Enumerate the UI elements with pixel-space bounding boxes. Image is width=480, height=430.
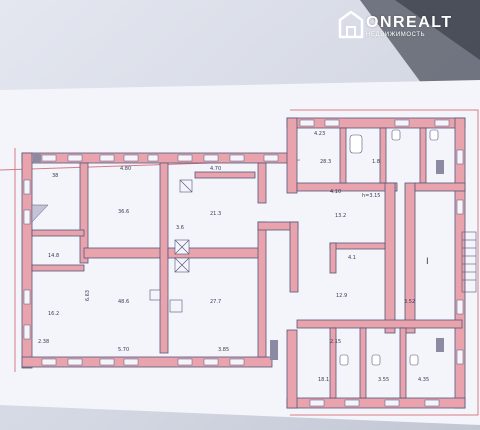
room-area-label: 4.1 <box>348 255 356 261</box>
room-area-label: 4.35 <box>418 377 430 383</box>
house-icon <box>338 10 364 39</box>
room-area-label: 3.6 <box>176 225 184 231</box>
sanitary-fixtures <box>339 129 439 366</box>
dimension-label: 3.85 <box>218 347 230 353</box>
room-area-label: 21.3 <box>210 211 222 217</box>
shafts <box>149 179 193 313</box>
dimension-label: 2.15 <box>330 339 342 345</box>
dimension-label: 4.70 <box>210 166 222 172</box>
stairs <box>461 231 477 293</box>
room-area-label: 48.6 <box>118 299 130 305</box>
watermark-tagline: НЕДВИЖИМОСТЬ <box>366 32 426 38</box>
room-area-label: 3.55 <box>378 377 390 383</box>
dimension-label: 6.63 <box>85 290 91 302</box>
dimension-label: 4.80 <box>120 166 132 172</box>
hatch-blocks <box>33 153 444 360</box>
room-area-label: 18.1 <box>318 377 330 383</box>
room-area-label: 28.3 <box>320 159 332 165</box>
room-area-label: 13.2 <box>335 213 347 219</box>
shadow-band <box>360 0 480 170</box>
hatched-marker <box>31 204 49 223</box>
room-area-label: 36.6 <box>118 209 130 215</box>
dimension-label: 4.10 <box>330 189 342 195</box>
dimension-label: 2.38 <box>38 339 50 345</box>
dimension-label: h=3.15 <box>362 193 381 199</box>
windows <box>23 119 464 407</box>
walls <box>21 117 466 409</box>
room-area-label: 38 <box>52 173 59 179</box>
room-area-label: 12.9 <box>336 293 348 299</box>
room-area-label: 1.8 <box>372 159 380 165</box>
room-area-label: 16.2 <box>48 311 60 317</box>
watermark-brand: ONREALT <box>366 14 453 31</box>
dimension-label: 3.52 <box>404 299 416 305</box>
dimension-label: 5.70 <box>118 347 130 353</box>
room-number-label: I <box>426 257 429 267</box>
dimension-label: 4.23 <box>314 131 326 137</box>
room-area-label: 14.8 <box>48 253 60 259</box>
room-area-label: 27.7 <box>210 299 222 305</box>
